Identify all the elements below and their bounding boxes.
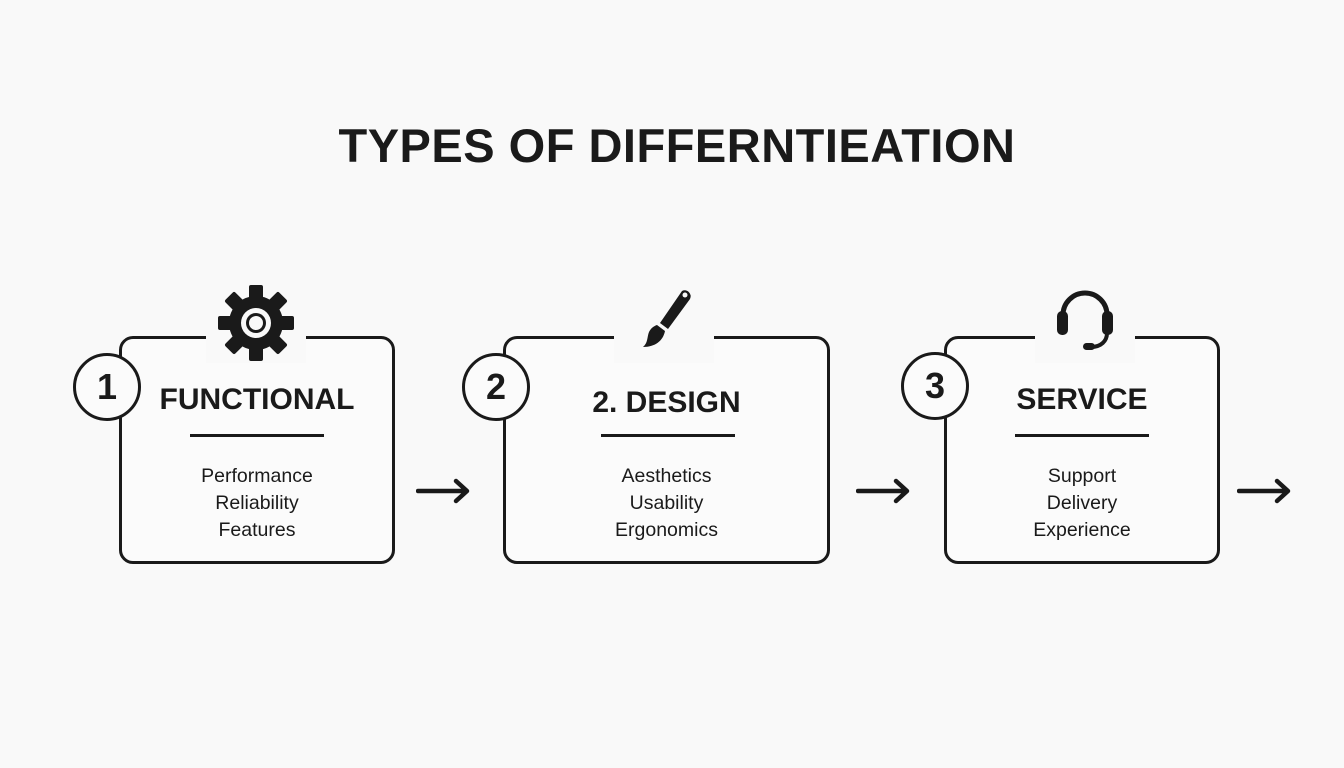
card-design: 2. DESIGN Aesthetics Usability Ergonomic… xyxy=(503,283,830,564)
divider xyxy=(1015,434,1149,437)
arrow-right-icon xyxy=(1237,478,1291,504)
step-number-badge: 1 xyxy=(73,353,141,421)
step-number-badge: 2 xyxy=(462,353,530,421)
arrow-right-icon xyxy=(856,478,910,504)
step-number-badge: 3 xyxy=(901,352,969,420)
list-item: Usability xyxy=(629,492,704,514)
divider xyxy=(601,434,735,437)
list-item: Experience xyxy=(1033,519,1131,541)
arrow-right-icon xyxy=(416,478,470,504)
headset-icon xyxy=(1035,283,1135,363)
page-title: TYPES OF DIFFERNTIEATION xyxy=(338,119,1016,172)
card-items: Aesthetics Usability Ergonomics xyxy=(506,463,827,544)
list-item: Support xyxy=(1047,465,1117,487)
card-heading: SERVICE xyxy=(1016,383,1148,416)
list-item: Aesthetics xyxy=(621,465,712,487)
paintbrush-icon xyxy=(614,283,714,363)
divider xyxy=(190,434,324,437)
card-items: Support Delivery Experience xyxy=(947,463,1217,544)
card-items: Performance Reliability Features xyxy=(122,463,392,544)
list-item: Performance xyxy=(201,465,313,487)
list-item: Reliability xyxy=(215,492,299,514)
list-item: Delivery xyxy=(1046,492,1118,514)
list-item: Features xyxy=(218,519,296,541)
card-heading: FUNCTIONAL xyxy=(159,383,355,416)
list-item: Ergonomics xyxy=(615,519,718,541)
gear-icon xyxy=(206,283,306,363)
card-heading: 2. DESIGN xyxy=(592,386,741,419)
card-service: SERVICE Support Delivery Experience xyxy=(944,283,1220,564)
card-functional: FUNCTIONAL Performance Reliability Featu… xyxy=(119,283,395,564)
